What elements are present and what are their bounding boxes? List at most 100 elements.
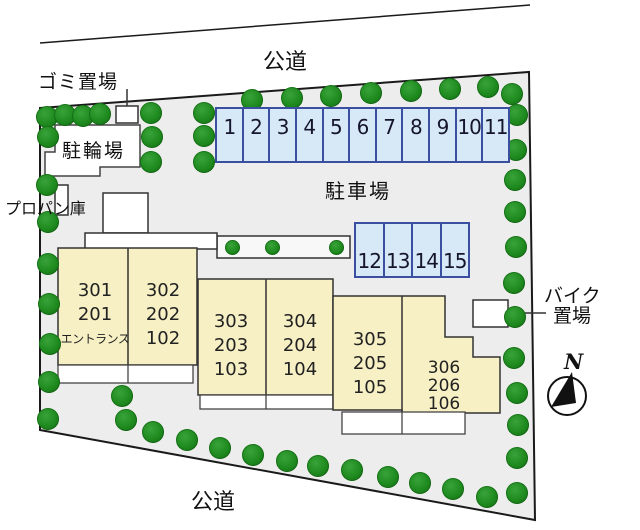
tree-icon (501, 83, 523, 105)
tree-icon (54, 104, 76, 126)
tree-icon (193, 151, 215, 173)
parking-row-1: 1 2 3 4 5 6 7 8 9 10 11 (215, 107, 510, 163)
tree-icon (38, 371, 60, 393)
bike-storage-label-line1: バイク (544, 285, 601, 307)
building-block-c (332, 295, 501, 414)
tree-icon (209, 437, 231, 459)
unit-line: 205 (352, 353, 388, 374)
stairwell-tower (102, 192, 149, 234)
parking-stall: 9 (430, 109, 457, 161)
tree-icon (176, 429, 198, 451)
entrance-label: エントランス (60, 332, 130, 346)
unit-line: 204 (282, 335, 318, 356)
parking-stall: 10 (457, 109, 484, 161)
unit-line: 206 (427, 376, 461, 396)
tree-icon (141, 126, 163, 148)
tree-icon (264, 239, 280, 255)
parking-stall: 13 (385, 224, 413, 276)
tree-icon (503, 347, 525, 369)
parking-stall: 1 (217, 109, 244, 161)
unit-line: 105 (352, 377, 388, 398)
parking-lot-label: 駐車場 (325, 179, 391, 203)
bike-storage-box (472, 299, 509, 328)
parking-stall: 7 (377, 109, 404, 161)
parking-stall: 4 (297, 109, 324, 161)
tree-icon (89, 103, 111, 125)
tree-icon (341, 459, 363, 481)
unit-line: 103 (213, 359, 249, 380)
tree-icon (72, 105, 94, 127)
tree-icon (506, 382, 528, 404)
tree-icon (360, 82, 382, 104)
tree-icon (38, 293, 60, 315)
tree-icon (37, 126, 59, 148)
entrance-porch (84, 232, 218, 250)
tree-icon (505, 139, 527, 161)
unit-line: 303 (213, 311, 249, 332)
block-c-balcony (341, 411, 466, 435)
tree-icon (37, 211, 59, 233)
unit-line: 301 (77, 280, 113, 301)
parking-stall: 2 (244, 109, 271, 161)
unit-302: 302 202 102 (128, 279, 198, 351)
tree-icon (504, 201, 526, 223)
tree-icon (142, 421, 164, 443)
parking-row-2: 12 13 14 15 (354, 222, 470, 278)
tree-icon (439, 78, 461, 100)
tree-icon (504, 306, 526, 328)
tree-icon (503, 272, 525, 294)
compass-needle-icon (551, 372, 576, 407)
tree-icon (39, 333, 61, 355)
unit-line: 302 (145, 280, 181, 301)
tree-icon (506, 104, 528, 126)
parking-stall: 5 (324, 109, 351, 161)
tree-icon (111, 385, 133, 407)
garbage-area-label: ゴミ置場 (38, 71, 119, 93)
tree-icon (241, 89, 263, 111)
tree-icon (506, 447, 528, 469)
tree-icon (193, 102, 215, 124)
tree-icon (36, 174, 58, 196)
tree-icon (193, 125, 215, 147)
tree-icon (276, 450, 298, 472)
bike-storage-label: バイク 置場 (544, 286, 601, 326)
road-top-line (39, 4, 531, 44)
unit-line: 203 (213, 335, 249, 356)
tree-icon (242, 444, 264, 466)
tree-icon (400, 80, 422, 102)
parking-stall: 14 (413, 224, 442, 276)
tree-icon (328, 239, 344, 255)
tree-icon (507, 414, 529, 436)
unit-line: 306 (427, 358, 461, 378)
propane-box (54, 184, 69, 216)
tree-icon (140, 151, 162, 173)
tree-icon (320, 85, 342, 107)
parking-stall: 8 (403, 109, 431, 161)
parking-stall: 15 (443, 249, 467, 273)
unit-line: 202 (145, 304, 181, 325)
propane-storage-label: プロパン庫 (5, 199, 86, 218)
tree-icon (37, 253, 59, 275)
block-a-balcony (57, 364, 194, 384)
road-bottom-label: 公道 (190, 490, 235, 515)
tree-icon (477, 76, 499, 98)
tree-icon (140, 102, 162, 124)
unit-line: 201 (77, 304, 113, 325)
unit-304: 304 204 104 (265, 310, 335, 382)
garbage-box (115, 105, 139, 124)
bicycle-parking-label: 駐輪場 (62, 140, 126, 162)
parking-stall: 11 (484, 115, 508, 139)
tree-icon (409, 472, 431, 494)
unit-line: 104 (282, 359, 318, 380)
unit-303: 303 203 103 (196, 310, 266, 382)
bicycle-parking-area (44, 124, 141, 177)
unit-301: 301 201 エントランス (60, 279, 130, 351)
tree-icon (377, 466, 399, 488)
tree-icon (281, 87, 303, 109)
tree-icon (504, 169, 526, 191)
unit-line: 304 (282, 311, 318, 332)
bike-storage-label-line2: 置場 (553, 305, 592, 327)
unit-306: 306 206 106 (409, 359, 479, 413)
tree-icon (505, 236, 527, 258)
